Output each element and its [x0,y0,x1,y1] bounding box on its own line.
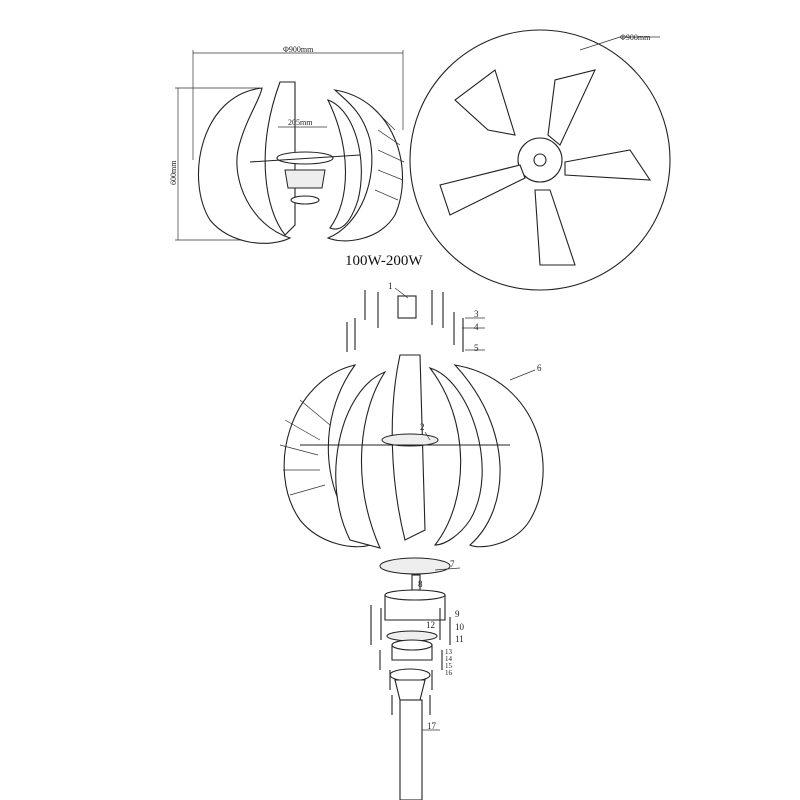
part-label-12: 12 [426,620,435,630]
power-rating-label: 100W-200W [345,253,423,269]
top-view: Φ900mm [409,29,671,291]
width-dimension-label: Φ900mm [283,45,314,54]
top-diameter-label: Φ900mm [620,33,651,42]
rotor-circle [409,29,671,291]
side-view: Φ900mm 600mm 205mm 100W-200W [169,45,423,269]
part-label-6: 6 [537,363,542,373]
part-label-2: 2 [420,422,425,432]
hub-dimension-label: 205mm [288,118,313,127]
part-label-13: 13 [445,648,453,656]
part-label-16: 16 [445,669,453,677]
part-label-8: 8 [418,579,423,589]
part-label-9: 9 [455,609,460,619]
part-label-3: 3 [474,309,479,319]
part-label-17: 17 [427,721,437,731]
part-label-1: 1 [388,281,393,291]
part-label-5: 5 [474,343,479,353]
part-label-7: 7 [450,559,455,569]
part-label-4: 4 [474,322,479,332]
part-label-15: 15 [445,662,453,670]
part-label-14: 14 [445,655,453,663]
height-dimension-label: 600mm [169,160,178,185]
part-label-11: 11 [455,634,464,644]
exploded-view: 1 2 3 4 5 6 7 8 9 10 11 12 13 14 15 16 1… [279,281,544,800]
part-label-10: 10 [455,622,465,632]
